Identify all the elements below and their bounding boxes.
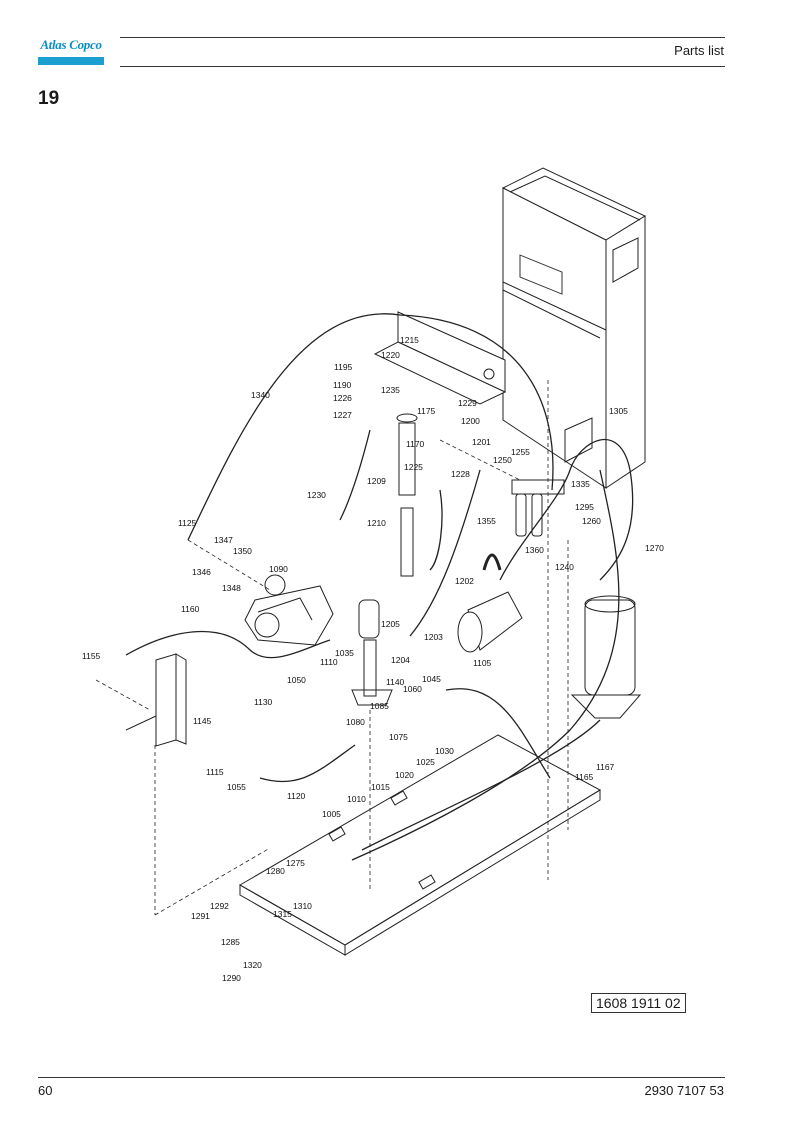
callout-label: 1260 bbox=[582, 516, 601, 526]
callout-label: 1170 bbox=[406, 439, 425, 449]
callout-label: 1165 bbox=[575, 772, 594, 782]
atlas-copco-logo: Atlas Copco bbox=[38, 37, 104, 67]
callout-label: 1195 bbox=[334, 362, 353, 372]
callout-label: 1215 bbox=[400, 335, 419, 345]
callout-label: 1320 bbox=[243, 960, 262, 970]
callout-label: 1291 bbox=[191, 911, 210, 921]
page-number: 60 bbox=[38, 1083, 53, 1098]
drawing-id-box: 1608 1911 02 bbox=[591, 993, 686, 1013]
callout-label: 1227 bbox=[333, 410, 352, 420]
callout-label: 1230 bbox=[307, 490, 326, 500]
header-rule-bottom bbox=[120, 66, 725, 67]
callout-label: 1280 bbox=[266, 866, 285, 876]
callout-label: 1228 bbox=[451, 469, 470, 479]
callout-label: 1292 bbox=[210, 901, 229, 911]
vertical-pump bbox=[351, 599, 393, 706]
callout-label: 1203 bbox=[424, 632, 443, 642]
callout-label: 1310 bbox=[293, 901, 312, 911]
logo-bar bbox=[38, 57, 104, 65]
cabinet-housing bbox=[501, 167, 647, 489]
callout-label: 1290 bbox=[222, 973, 241, 983]
receiver-tank bbox=[570, 595, 642, 719]
compressor-element bbox=[244, 574, 334, 646]
callout-label: 1025 bbox=[416, 757, 435, 767]
callout-label: 1200 bbox=[461, 416, 480, 426]
callout-label: 1275 bbox=[286, 858, 305, 868]
callout-label: 1005 bbox=[322, 809, 341, 819]
callout-label: 1240 bbox=[555, 562, 574, 572]
callout-label: 1250 bbox=[493, 455, 512, 465]
callout-label: 1347 bbox=[214, 535, 233, 545]
callout-label: 1115 bbox=[206, 767, 224, 777]
callout-label: 1226 bbox=[333, 393, 352, 403]
callout-label: 1060 bbox=[403, 684, 422, 694]
base-frame bbox=[238, 734, 602, 956]
callout-label: 1255 bbox=[511, 447, 530, 457]
callout-label: 1105 bbox=[473, 658, 492, 668]
callout-label: 1085 bbox=[370, 701, 389, 711]
callout-label: 1055 bbox=[227, 782, 246, 792]
callout-label: 1030 bbox=[435, 746, 454, 756]
callout-label: 1205 bbox=[381, 619, 400, 629]
callout-label: 1140 bbox=[386, 677, 405, 687]
callout-label: 1204 bbox=[391, 655, 410, 665]
callout-label: 1175 bbox=[417, 406, 436, 416]
cylindrical-vessel bbox=[457, 553, 523, 653]
callout-label: 1209 bbox=[367, 476, 386, 486]
callout-label: 1348 bbox=[222, 583, 241, 593]
header-rule-top bbox=[120, 37, 725, 38]
callout-label: 1130 bbox=[254, 697, 273, 707]
callout-label: 1120 bbox=[287, 791, 306, 801]
callout-label: 1360 bbox=[525, 545, 544, 555]
callout-label: 1035 bbox=[335, 648, 354, 658]
section-number: 19 bbox=[38, 88, 60, 109]
callout-label: 1315 bbox=[273, 909, 292, 919]
assembly-lines bbox=[95, 380, 569, 916]
callout-label: 1190 bbox=[333, 380, 352, 390]
logo-wordmark: Atlas Copco bbox=[40, 37, 102, 52]
callout-label: 1355 bbox=[477, 516, 496, 526]
callout-label: 1050 bbox=[287, 675, 306, 685]
header-title: Parts list bbox=[674, 43, 724, 58]
callout-label: 1220 bbox=[381, 350, 400, 360]
callout-label: 1075 bbox=[389, 732, 408, 742]
callout-label: 1335 bbox=[571, 479, 590, 489]
filter-element bbox=[396, 413, 418, 577]
callout-label: 1225 bbox=[404, 462, 423, 472]
callout-label: 1295 bbox=[575, 502, 594, 512]
upper-bracket bbox=[373, 311, 507, 405]
callout-label: 1229 bbox=[458, 398, 477, 408]
callout-label: 1167 bbox=[596, 762, 615, 772]
callout-label: 1155 bbox=[82, 651, 101, 661]
callout-label: 1340 bbox=[251, 390, 270, 400]
callout-label: 1045 bbox=[422, 674, 441, 684]
callout-label: 1020 bbox=[395, 770, 414, 780]
dual-filter-housing bbox=[511, 479, 565, 537]
callout-label: 1346 bbox=[192, 567, 211, 577]
callout-label: 1210 bbox=[367, 518, 386, 528]
document-number: 2930 7107 53 bbox=[644, 1083, 724, 1098]
hoses bbox=[125, 313, 634, 861]
callout-label: 1080 bbox=[346, 717, 365, 727]
callout-label: 1350 bbox=[233, 546, 252, 556]
callout-label: 1110 bbox=[320, 657, 338, 667]
callout-label: 1010 bbox=[347, 794, 366, 804]
callout-label: 1285 bbox=[221, 937, 240, 947]
callout-label: 1201 bbox=[472, 437, 491, 447]
callout-label: 1125 bbox=[178, 518, 197, 528]
callout-label: 1015 bbox=[371, 782, 390, 792]
callout-label: 1270 bbox=[645, 543, 664, 553]
callout-label: 1235 bbox=[381, 385, 400, 395]
callout-label: 1202 bbox=[455, 576, 474, 586]
callout-label: 1090 bbox=[269, 564, 288, 574]
footer-rule bbox=[38, 1077, 725, 1078]
callout-label: 1145 bbox=[193, 716, 212, 726]
callout-label: 1305 bbox=[609, 406, 628, 416]
heat-exchanger bbox=[125, 653, 187, 747]
callout-label: 1160 bbox=[181, 604, 200, 614]
